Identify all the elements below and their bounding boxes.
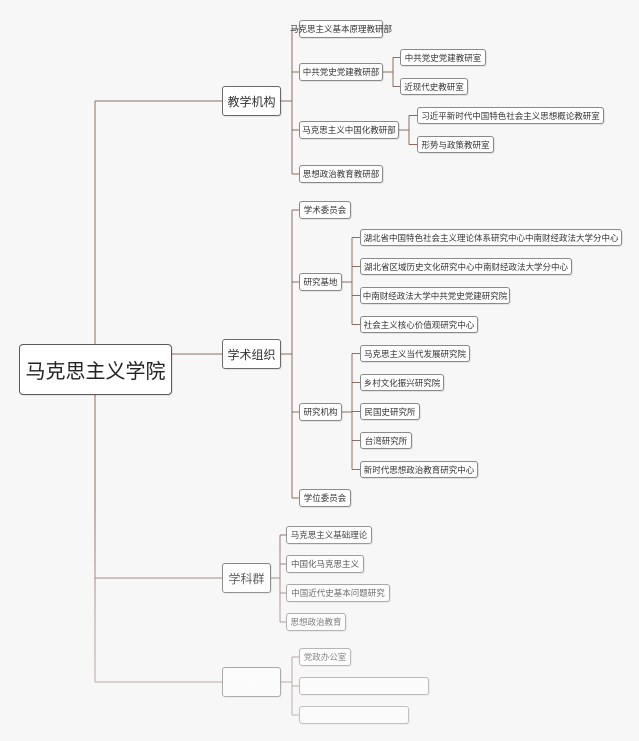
root-node[interactable]: 马克思主义学院 — [19, 344, 172, 395]
node-sinicization-dept[interactable]: 马克思主义中国化教研部 — [299, 121, 399, 139]
node-admin-obscured-1[interactable] — [299, 677, 429, 695]
node-academic-committee[interactable]: 学术委员会 — [299, 201, 351, 219]
node-inst-taiwan-studies[interactable]: 台湾研究所 — [360, 432, 412, 449]
node-inst-new-era-education[interactable]: 新时代思想政治教育研究中心 — [360, 461, 478, 478]
node-degree-committee[interactable]: 学位委员会 — [299, 489, 351, 507]
node-party-history-office[interactable]: 中共党史党建教研室 — [400, 49, 486, 66]
node-marxism-principles-dept[interactable]: 马克思主义基本原理教研部 — [290, 20, 392, 38]
node-base-core-values[interactable]: 社会主义核心价值观研究中心 — [360, 316, 478, 333]
node-inst-rural-culture[interactable]: 乡村文化振兴研究院 — [360, 374, 444, 391]
node-marxism-basic-theory[interactable]: 马克思主义基础理论 — [286, 526, 372, 544]
branch-admin-units[interactable] — [222, 667, 281, 697]
branch-academic-org[interactable]: 学术组织 — [222, 339, 281, 369]
node-party-history-dept[interactable]: 中共党史党建教研部 — [299, 63, 383, 81]
node-policy-office[interactable]: 形势与政策教研室 — [417, 136, 494, 153]
branch-teaching-units[interactable]: 教学机构 — [222, 86, 281, 116]
node-party-admin-office[interactable]: 党政办公室 — [299, 648, 351, 666]
node-modern-history-issues[interactable]: 中国近代史基本问题研究 — [286, 584, 390, 602]
node-sinicized-marxism[interactable]: 中国化马克思主义 — [286, 555, 364, 573]
node-inst-republic-history[interactable]: 民国史研究所 — [360, 403, 420, 420]
node-xi-thought-office[interactable]: 习近平新时代中国特色社会主义思想概论教研室 — [417, 107, 604, 124]
node-ideology-education-dept[interactable]: 思想政治教育教研部 — [299, 165, 383, 183]
node-inst-contemporary-marxism[interactable]: 马克思主义当代发展研究院 — [360, 345, 470, 362]
branch-discipline-cluster[interactable]: 学科群 — [222, 563, 271, 593]
node-research-base[interactable]: 研究基地 — [299, 273, 342, 291]
node-modern-history-office[interactable]: 近现代史教研室 — [400, 78, 468, 95]
node-research-institutions[interactable]: 研究机构 — [299, 403, 342, 421]
node-ideology-education[interactable]: 思想政治教育 — [286, 613, 346, 631]
node-base-theory-system[interactable]: 湖北省中国特色社会主义理论体系研究中心中南财经政法大学分中心 — [360, 229, 622, 246]
node-admin-obscured-2[interactable] — [299, 706, 409, 724]
node-base-regional-history[interactable]: 湖北省区域历史文化研究中心中南财经政法大学分中心 — [360, 258, 572, 275]
node-base-party-history-institute[interactable]: 中南财经政法大学中共党史党建研究院 — [360, 287, 510, 304]
